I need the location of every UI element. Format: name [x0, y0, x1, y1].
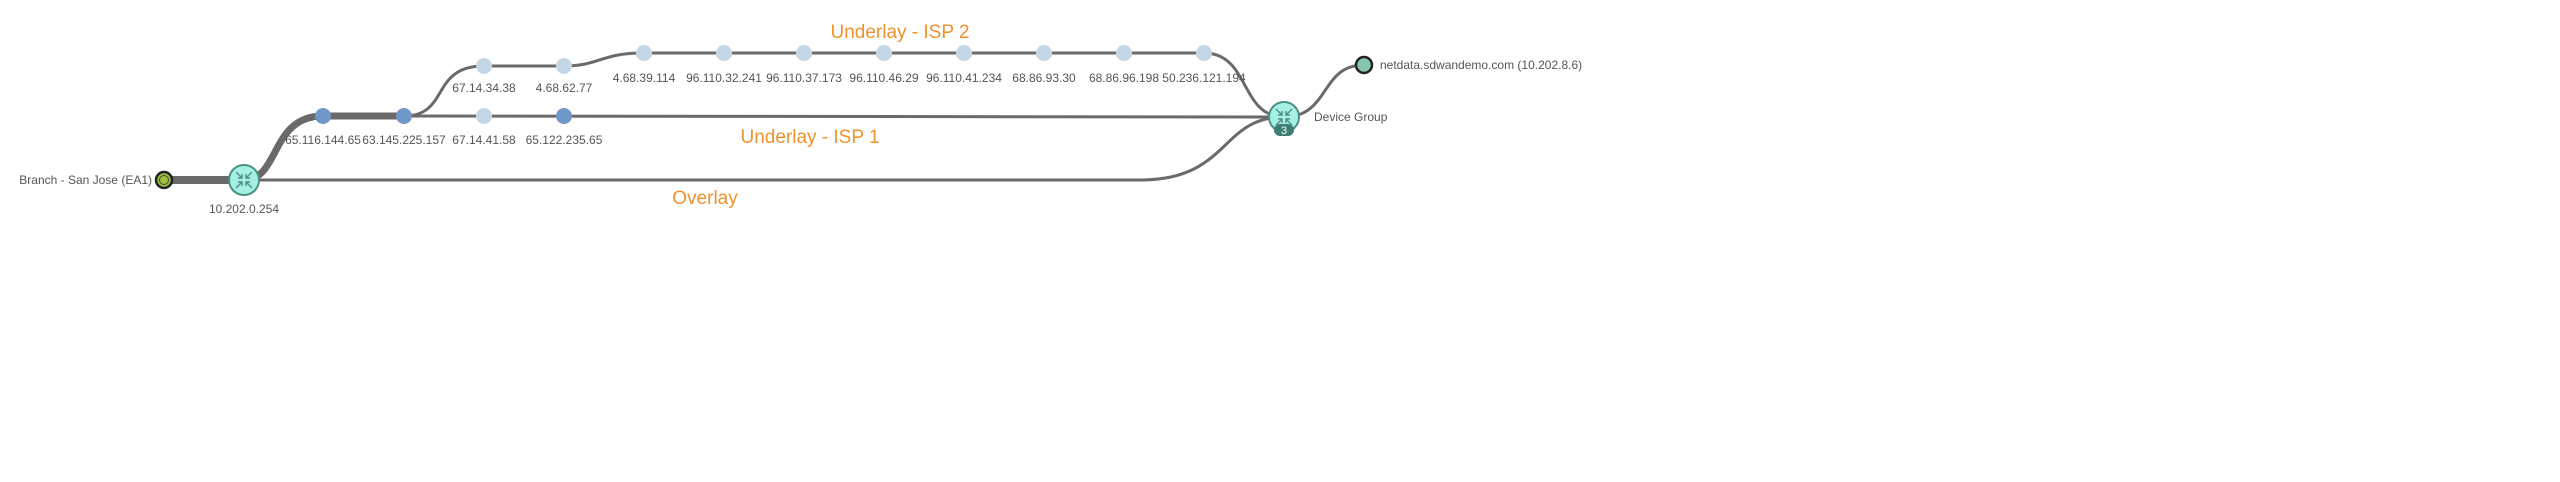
device-count: 3: [1281, 125, 1287, 137]
source-label: Branch - San Jose (EA1): [19, 173, 152, 187]
source-node-ring: [159, 175, 169, 185]
hop-node-label: 67.14.34.38: [452, 81, 516, 95]
hop-node-label: 96.110.32.241: [686, 71, 762, 85]
shared-underlay-link: [240, 112, 408, 184]
isp1-label: Underlay - ISP 1: [740, 127, 879, 148]
hop-node-label: 68.86.93.30: [1012, 71, 1076, 85]
hop-node[interactable]: [476, 108, 492, 124]
hop-node[interactable]: [716, 45, 732, 61]
hop-node[interactable]: [476, 58, 492, 74]
source-node-icon[interactable]: [154, 170, 174, 190]
overlay-link: [242, 115, 1286, 182]
hop-node-label: 4.68.39.114: [613, 71, 676, 85]
isp2-link: [402, 51, 1286, 119]
router-icon: [235, 171, 253, 189]
router-icon: [1275, 108, 1293, 126]
hop-node-label: 50.236.121.194: [1162, 71, 1246, 85]
edge-router-node[interactable]: [228, 164, 260, 196]
isp2-label: Underlay - ISP 2: [830, 22, 969, 43]
hop-node[interactable]: [556, 58, 572, 74]
hop-node[interactable]: [396, 108, 412, 124]
hop-node-label: 96.110.41.234: [926, 71, 1002, 85]
hop-node[interactable]: [956, 45, 972, 61]
hop-node-label: 4.68.62.77: [536, 81, 593, 95]
hop-node[interactable]: [556, 108, 572, 124]
hop-node-label: 65.122.235.65: [526, 133, 603, 147]
hop-node[interactable]: [876, 45, 892, 61]
hop-node-label: 68.86.96.198: [1089, 71, 1159, 85]
destination-node-icon[interactable]: [1354, 55, 1374, 75]
hop-node[interactable]: [1116, 45, 1132, 61]
hop-node[interactable]: [796, 45, 812, 61]
hop-node[interactable]: [636, 45, 652, 61]
hop-node[interactable]: [315, 108, 331, 124]
overlay-label: Overlay: [672, 188, 738, 209]
hop-node[interactable]: [1196, 45, 1212, 61]
device-count-badge: [1274, 124, 1294, 136]
destination-label: netdata.sdwandemo.com (10.202.8.6): [1380, 58, 1582, 72]
hop-node-label: 65.116.144.65: [285, 133, 361, 147]
device-group-label: Device Group: [1314, 110, 1388, 124]
hop-node-label: 96.110.46.29: [849, 71, 919, 85]
hop-node-label: 63.145.225.157: [362, 133, 446, 147]
hop-node-label: 96.110.37.173: [766, 71, 842, 85]
hop-node[interactable]: [1036, 45, 1052, 61]
isp1-link: [402, 114, 1286, 119]
hop-node-label: 67.14.41.58: [452, 133, 516, 147]
edge-router-label: 10.202.0.254: [209, 202, 279, 216]
